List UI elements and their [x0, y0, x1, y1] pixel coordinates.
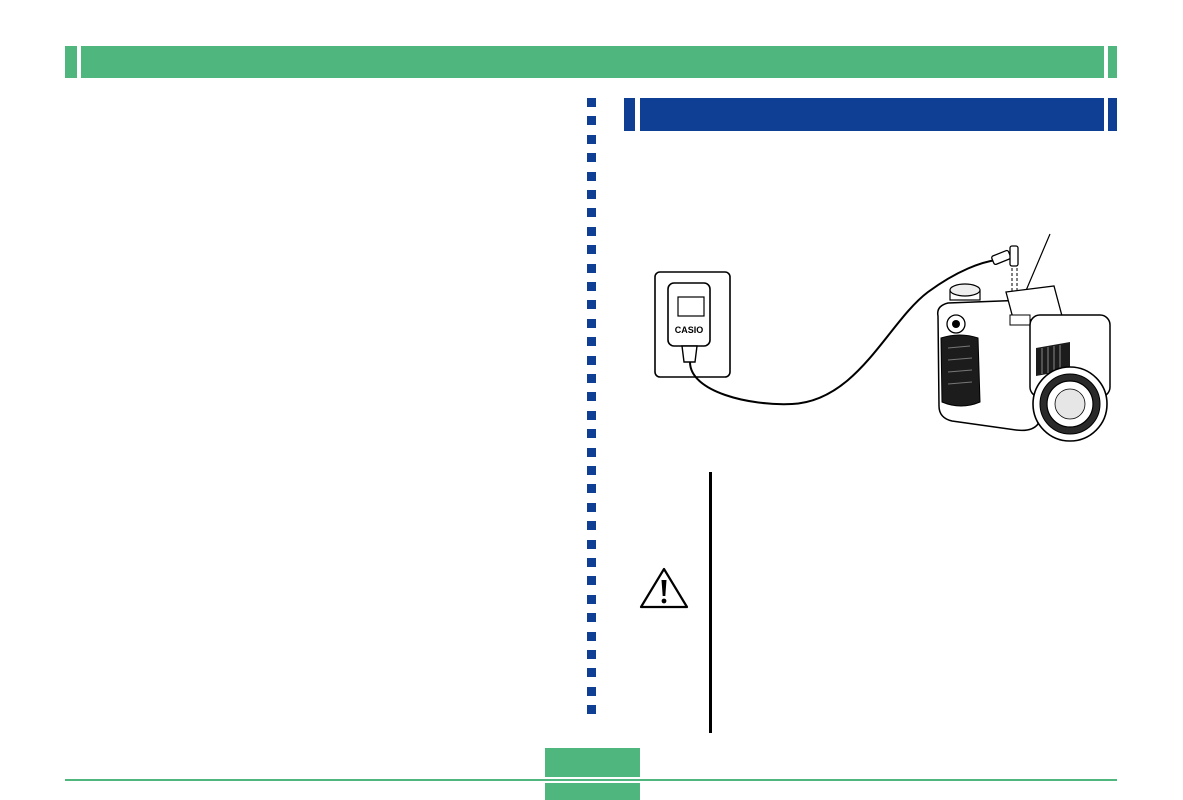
divider-dot — [587, 539, 596, 549]
page-number-box-base — [545, 783, 640, 800]
camera — [936, 283, 1111, 442]
divider-dot — [587, 650, 596, 659]
divider-dot — [587, 226, 596, 236]
divider-dot — [587, 245, 596, 255]
power-cable — [689, 259, 997, 406]
divider-dot — [587, 429, 596, 439]
divider-dot — [587, 631, 596, 641]
chapter-bar-right-cap — [1108, 46, 1117, 78]
grip-texture — [947, 345, 973, 385]
divider-dot — [587, 502, 596, 512]
grille-lines — [1041, 345, 1061, 374]
divider-dot — [587, 466, 596, 475]
divider-dot — [587, 686, 596, 696]
lens-inner-element — [1054, 388, 1086, 420]
page-number-box — [545, 748, 640, 777]
adaptor-cord-guard — [681, 345, 698, 363]
divider-dot — [587, 337, 596, 347]
divider-dot — [587, 558, 596, 567]
caution-exclamation-dot — [661, 598, 667, 604]
divider-dot — [587, 374, 596, 383]
caution-icon — [639, 567, 689, 609]
divider-dot — [587, 594, 596, 604]
chapter-bar-left-cap — [65, 46, 77, 78]
divider-dot — [587, 300, 596, 310]
divider-dot — [587, 318, 596, 328]
column-divider — [587, 0, 597, 800]
divider-dot — [587, 153, 596, 163]
caution-exclamation-bar — [661, 580, 667, 596]
section-bar-left-cap — [624, 98, 635, 131]
divider-dot — [587, 134, 596, 144]
divider-dot — [587, 116, 596, 126]
dc-in-terminal — [1009, 314, 1031, 326]
section-bar-main — [640, 98, 1104, 131]
caution-vertical-rule — [709, 472, 712, 733]
adaptor-connection-illustration: CASIO — [654, 233, 1111, 442]
divider-dot — [587, 521, 596, 531]
footer-rule — [65, 779, 1117, 781]
divider-dot — [587, 410, 596, 420]
adaptor-brand-logo: CASIO — [675, 325, 704, 335]
section-bar-right-cap — [1108, 98, 1117, 131]
mode-dial — [949, 283, 981, 297]
ac-adaptor: CASIO — [667, 282, 711, 363]
chapter-bar-main — [81, 46, 1104, 78]
divider-dot — [587, 263, 596, 273]
camera-button-center — [952, 320, 960, 328]
divider-dot — [587, 447, 596, 457]
divider-dot — [587, 668, 596, 678]
divider-dot — [587, 613, 596, 623]
divider-dot — [587, 98, 596, 107]
divider-dot — [587, 355, 596, 365]
divider-dot — [587, 208, 596, 218]
divider-dot — [587, 282, 596, 291]
dc-plug-barrel — [1009, 245, 1019, 267]
adaptor-label-window — [677, 296, 705, 317]
divider-dot — [587, 484, 596, 494]
divider-dot — [587, 705, 596, 715]
dc-plug-head — [991, 249, 1012, 266]
divider-dot — [587, 576, 596, 586]
divider-dot — [587, 190, 596, 199]
divider-dot — [587, 392, 596, 402]
divider-dot — [587, 171, 596, 181]
